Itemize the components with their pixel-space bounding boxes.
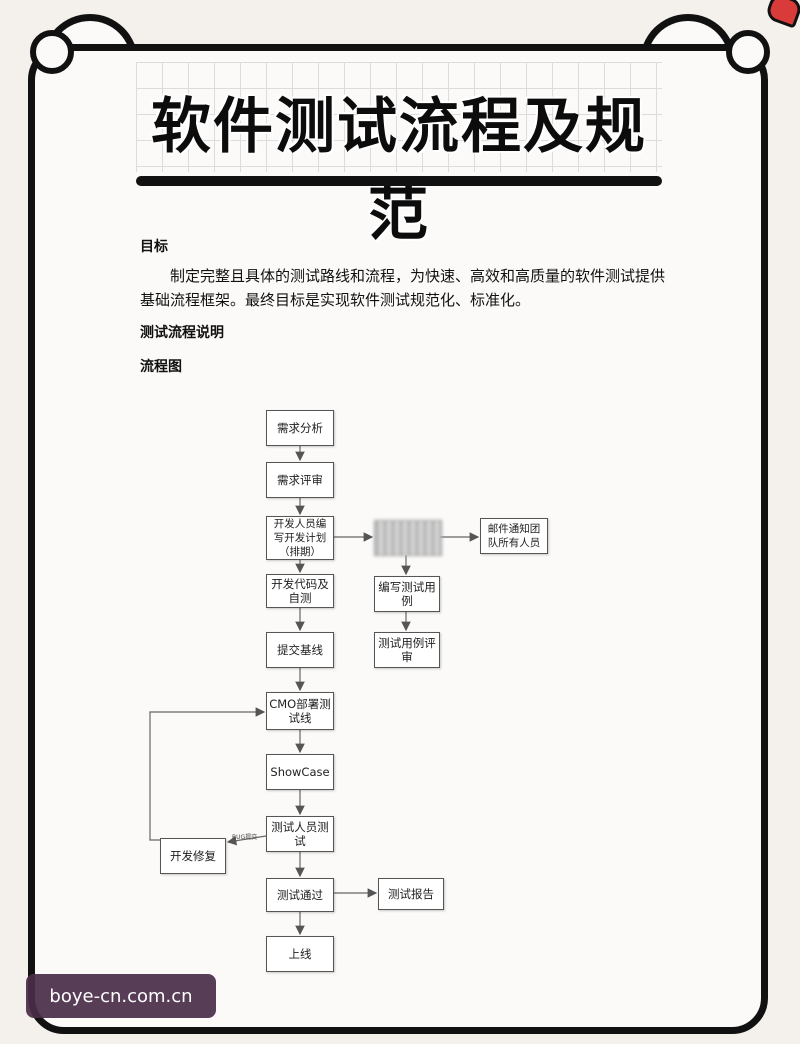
flow-step-coding: 开发代码及自测 bbox=[266, 574, 334, 608]
flow-step-test-passed: 测试通过 bbox=[266, 878, 334, 912]
flow-step-dev-plan: 开发人员编写开发计划（排期） bbox=[266, 516, 334, 560]
goal-heading: 目标 bbox=[140, 239, 168, 255]
flow-step-review-cases: 测试用例评审 bbox=[374, 632, 440, 668]
flow-step-requirements-analysis: 需求分析 bbox=[266, 410, 334, 446]
watermark: boye-cn.com.cn bbox=[26, 974, 216, 1018]
flowchart-heading: 流程图 bbox=[140, 359, 182, 375]
frame-knob-left bbox=[30, 30, 74, 74]
flow-step-email-notify: 邮件通知团队所有人员 bbox=[480, 518, 548, 554]
flow-step-dev-fix: 开发修复 bbox=[160, 838, 226, 874]
title-grid-background bbox=[136, 62, 662, 172]
flow-step-submit-baseline: 提交基线 bbox=[266, 632, 334, 668]
flow-step-test-report: 测试报告 bbox=[378, 878, 444, 910]
flow-step-showcase: ShowCase bbox=[266, 754, 334, 790]
blurred-box bbox=[374, 520, 442, 556]
bug-edge-label: BUG提交 bbox=[232, 834, 258, 841]
flow-step-testing: 测试人员测试 bbox=[266, 816, 334, 852]
process-heading: 测试流程说明 bbox=[140, 325, 224, 341]
frame-knob-right bbox=[726, 30, 770, 74]
goal-paragraph: 制定完整且具体的测试路线和流程，为快速、高效和高质量的软件测试提供基础流程框架。… bbox=[140, 267, 666, 309]
flow-step-cmo-deploy: CMO部署测试线 bbox=[266, 692, 334, 730]
page-title: 软件测试流程及规范 bbox=[151, 92, 647, 249]
title-underline bbox=[136, 176, 662, 186]
flow-step-requirements-review: 需求评审 bbox=[266, 462, 334, 498]
flow-step-release: 上线 bbox=[266, 936, 334, 972]
flow-step-write-cases: 编写测试用例 bbox=[374, 576, 440, 612]
